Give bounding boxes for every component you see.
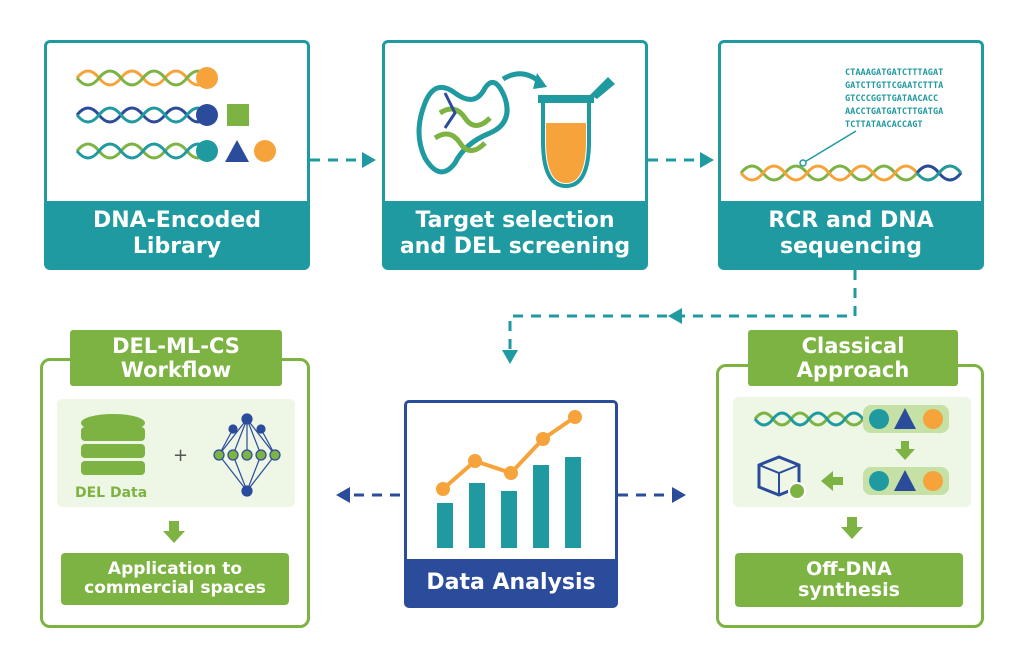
left-arrow-icon: [821, 471, 843, 491]
sequence-line: CTAAAGATGATCTTTAGAT: [845, 68, 944, 78]
del-ml-cs-panel: DEL Data + Application to commercial spa…: [40, 358, 310, 628]
dna-helix-icon: [753, 411, 865, 427]
down-arrow-icon: [895, 441, 915, 460]
chart-icon: [436, 410, 582, 548]
neural-network-icon: [213, 413, 281, 497]
application-box: Application to commercial spaces: [61, 553, 289, 605]
classical-panel: Off-DNA synthesis: [716, 364, 984, 628]
step-title: DNA-Encoded Library: [47, 201, 307, 267]
data-analysis-title: Data Analysis: [407, 559, 615, 605]
dna-helix-icon: [75, 67, 276, 162]
down-arrow-icon: [163, 521, 185, 543]
off-dna-box: Off-DNA synthesis: [735, 553, 963, 607]
down-arrow-icon: [841, 517, 863, 539]
step-title: Target selection and DEL screening: [385, 201, 645, 267]
data-analysis-panel: Data Analysis: [404, 400, 618, 608]
step-del-library: DNA-Encoded Library: [44, 40, 310, 270]
sequence-line: GATCTTGTTCGAATCTTTA: [845, 81, 944, 91]
del-data-label: DEL Data: [75, 485, 148, 501]
dna-helix-icon: [739, 130, 963, 182]
step-sequencing: CTAAAGATGATCTTTAGAT GATCTTGTTCGAATCTTTA …: [718, 40, 984, 270]
plus-sign: +: [173, 445, 189, 466]
sequence-line: GTCCCGGTTGATAACACC: [845, 94, 939, 104]
step-target-selection: Target selection and DEL screening: [382, 40, 648, 270]
step-title: RCR and DNA sequencing: [721, 201, 981, 267]
protein-icon: [416, 79, 510, 175]
tube-icon: [538, 77, 615, 189]
sequence-line: AACCTGATGATCTTGATGA: [845, 107, 944, 117]
package-icon: [757, 455, 806, 500]
classical-title: Classical Approach: [748, 330, 958, 386]
sequence-line: TCTTATAACACCAGT: [845, 120, 923, 130]
del-ml-cs-title: DEL-ML-CS Workflow: [70, 330, 282, 386]
database-icon: [81, 414, 145, 475]
